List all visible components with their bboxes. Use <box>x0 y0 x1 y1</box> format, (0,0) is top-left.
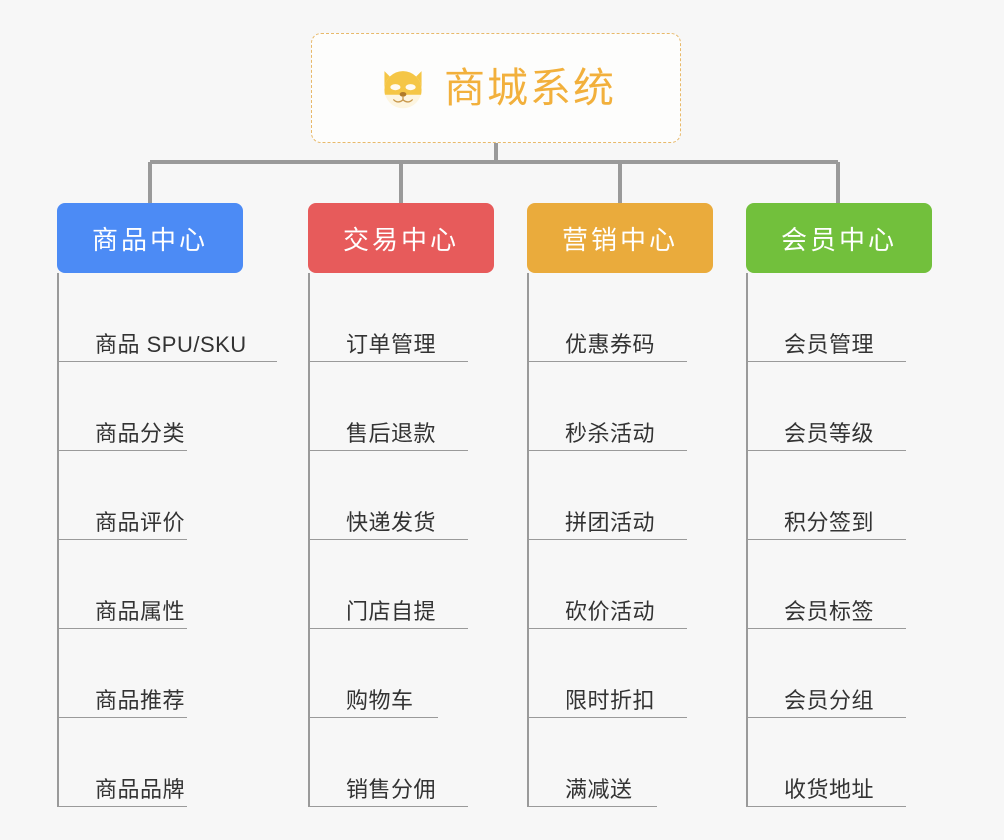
leaf-item[interactable]: 满减送 <box>527 718 657 807</box>
branch-header-1[interactable]: 交易中心 <box>308 203 494 273</box>
leaf-label: 门店自提 <box>346 598 437 624</box>
leaf-label: 购物车 <box>346 687 414 713</box>
leaf-item[interactable]: 收货地址 <box>746 718 906 807</box>
branch-spine-1 <box>308 273 310 807</box>
root-title: 商城系统 <box>444 64 616 111</box>
branch-spine-3 <box>746 273 748 807</box>
leaf-item[interactable]: 积分签到 <box>746 451 906 540</box>
branch-column-3: 会员中心 会员管理 会员等级 积分签到 会员标签 会员分组 收货地址 <box>746 203 932 807</box>
leaf-label: 快递发货 <box>346 509 437 535</box>
leaf-label: 限时折扣 <box>565 687 656 713</box>
branch-header-label-1: 交易中心 <box>342 224 459 255</box>
branch-items-0: 商品 SPU/SKU 商品分类 商品评价 商品属性 商品推荐 商品品牌 <box>57 273 277 807</box>
leaf-label: 积分签到 <box>784 509 875 535</box>
leaf-label: 销售分佣 <box>346 776 437 802</box>
leaf-item[interactable]: 秒杀活动 <box>527 362 687 451</box>
leaf-item[interactable]: 商品推荐 <box>57 629 187 718</box>
leaf-label: 拼团活动 <box>565 509 656 535</box>
leaf-item[interactable]: 商品分类 <box>57 362 187 451</box>
leaf-label: 商品属性 <box>95 598 186 624</box>
root-node[interactable]: 商城系统 <box>311 33 681 143</box>
leaf-item[interactable]: 商品 SPU/SKU <box>57 273 277 362</box>
branch-header-label-3: 会员中心 <box>780 224 897 255</box>
leaf-item[interactable]: 订单管理 <box>308 273 468 362</box>
leaf-item[interactable]: 拼团活动 <box>527 451 687 540</box>
branch-header-label-0: 商品中心 <box>91 224 208 255</box>
leaf-label: 商品 SPU/SKU <box>95 331 247 357</box>
leaf-item[interactable]: 快递发货 <box>308 451 468 540</box>
branch-column-0: 商品中心 商品 SPU/SKU 商品分类 商品评价 商品属性 商品推荐 商品品牌 <box>57 203 277 807</box>
branch-header-2[interactable]: 营销中心 <box>527 203 713 273</box>
leaf-item[interactable]: 优惠券码 <box>527 273 687 362</box>
leaf-label: 满减送 <box>565 776 633 802</box>
leaf-item[interactable]: 售后退款 <box>308 362 468 451</box>
leaf-label: 会员管理 <box>784 331 875 357</box>
branch-spine-2 <box>527 273 529 807</box>
leaf-item[interactable]: 购物车 <box>308 629 438 718</box>
leaf-label: 商品分类 <box>95 420 186 446</box>
leaf-label: 会员等级 <box>784 420 875 446</box>
leaf-label: 商品品牌 <box>95 776 186 802</box>
branch-header-3[interactable]: 会员中心 <box>746 203 932 273</box>
leaf-label: 秒杀活动 <box>565 420 656 446</box>
leaf-item[interactable]: 商品品牌 <box>57 718 187 807</box>
leaf-item[interactable]: 商品属性 <box>57 540 187 629</box>
branch-spine-0 <box>57 273 59 807</box>
leaf-item[interactable]: 门店自提 <box>308 540 468 629</box>
leaf-item[interactable]: 砍价活动 <box>527 540 687 629</box>
leaf-label: 收货地址 <box>784 776 875 802</box>
leaf-label: 订单管理 <box>346 331 437 357</box>
branch-items-1: 订单管理 售后退款 快递发货 门店自提 购物车 销售分佣 <box>308 273 494 807</box>
branch-items-3: 会员管理 会员等级 积分签到 会员标签 会员分组 收货地址 <box>746 273 932 807</box>
leaf-item[interactable]: 会员等级 <box>746 362 906 451</box>
leaf-item[interactable]: 会员管理 <box>746 273 906 362</box>
branch-column-2: 营销中心 优惠券码 秒杀活动 拼团活动 砍价活动 限时折扣 满减送 <box>527 203 713 807</box>
leaf-label: 会员分组 <box>784 687 875 713</box>
leaf-label: 商品推荐 <box>95 687 186 713</box>
leaf-label: 会员标签 <box>784 598 875 624</box>
dog-face-icon <box>384 71 422 109</box>
branch-items-2: 优惠券码 秒杀活动 拼团活动 砍价活动 限时折扣 满减送 <box>527 273 713 807</box>
leaf-item[interactable]: 会员标签 <box>746 540 906 629</box>
leaf-item[interactable]: 销售分佣 <box>308 718 468 807</box>
leaf-label: 砍价活动 <box>565 598 656 624</box>
leaf-label: 商品评价 <box>95 509 186 535</box>
branch-column-1: 交易中心 订单管理 售后退款 快递发货 门店自提 购物车 销售分佣 <box>308 203 494 807</box>
leaf-label: 售后退款 <box>346 420 437 446</box>
branch-header-label-2: 营销中心 <box>561 224 678 255</box>
leaf-item[interactable]: 限时折扣 <box>527 629 687 718</box>
leaf-label: 优惠券码 <box>565 331 656 357</box>
leaf-item[interactable]: 会员分组 <box>746 629 906 718</box>
leaf-item[interactable]: 商品评价 <box>57 451 187 540</box>
branch-header-0[interactable]: 商品中心 <box>57 203 243 273</box>
